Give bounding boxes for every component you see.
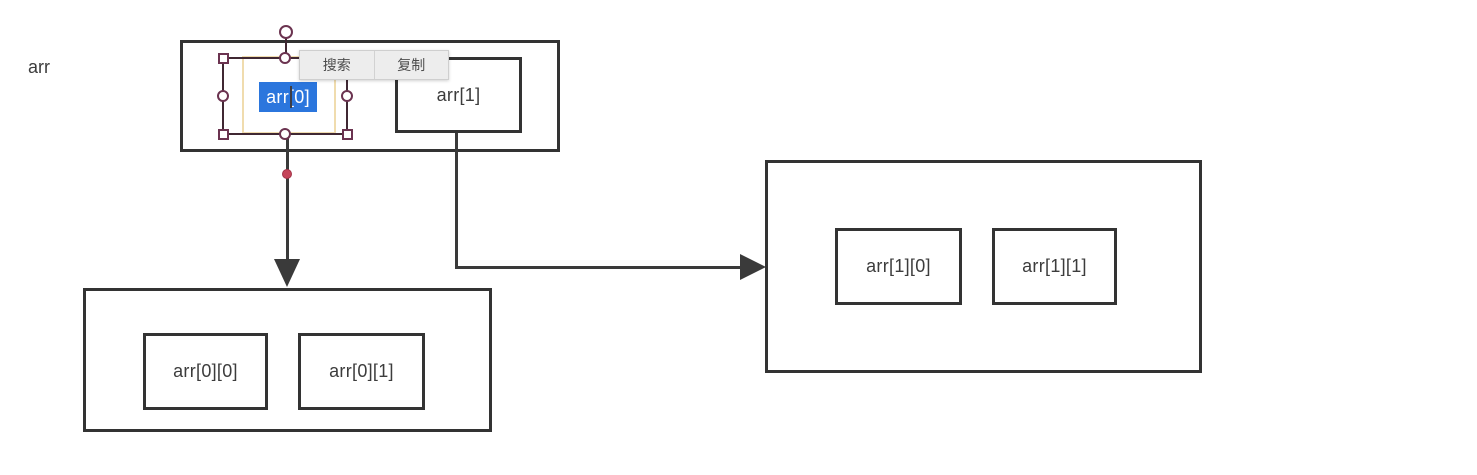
cell-arr11-label: arr[1][1] (1022, 256, 1087, 276)
text-cursor (290, 86, 292, 108)
cell-arr00-label: arr[0][0] (173, 361, 238, 381)
resize-handle-s[interactable] (279, 128, 291, 140)
edge-arr1-to-row1-vertical[interactable] (455, 133, 458, 267)
resize-handle-sw[interactable] (217, 128, 229, 140)
cell-arr1-label: arr[1] (436, 84, 481, 105)
edge-endpoint-dot[interactable] (282, 169, 292, 179)
context-menu: 搜索 复制 (299, 50, 449, 80)
cell-arr01-label: arr[0][1] (329, 361, 394, 381)
cell-arr0-selected-text[interactable]: arr[0] (259, 82, 317, 112)
cell-arr01-box[interactable]: arr[0][1] (298, 333, 425, 410)
cell-arr11-box[interactable]: arr[1][1] (992, 228, 1117, 305)
resize-handle-w[interactable] (217, 90, 229, 102)
cell-arr0-label: arr[0] (266, 86, 310, 107)
resize-handle-n[interactable] (279, 52, 291, 64)
edge-arr0-to-row0[interactable] (285, 136, 289, 260)
context-menu-search-button[interactable]: 搜索 (300, 51, 375, 79)
resize-handle-e[interactable] (341, 90, 353, 102)
rotation-handle-stem (285, 38, 287, 54)
arrowhead-right-icon (740, 253, 766, 280)
cell-arr00-box[interactable]: arr[0][0] (143, 333, 268, 410)
arrowhead-down-icon (274, 259, 300, 287)
rotation-handle-icon[interactable] (279, 25, 293, 39)
cell-arr10-box[interactable]: arr[1][0] (835, 228, 962, 305)
edge-arr1-to-row1-horizontal[interactable] (455, 265, 740, 269)
container-row1-box[interactable] (765, 160, 1202, 373)
cell-arr10-label: arr[1][0] (866, 256, 931, 276)
resize-handle-se[interactable] (341, 128, 353, 140)
resize-handle-nw[interactable] (217, 52, 229, 64)
array-root-label[interactable]: arr (28, 57, 50, 77)
context-menu-copy-button[interactable]: 复制 (397, 57, 426, 73)
